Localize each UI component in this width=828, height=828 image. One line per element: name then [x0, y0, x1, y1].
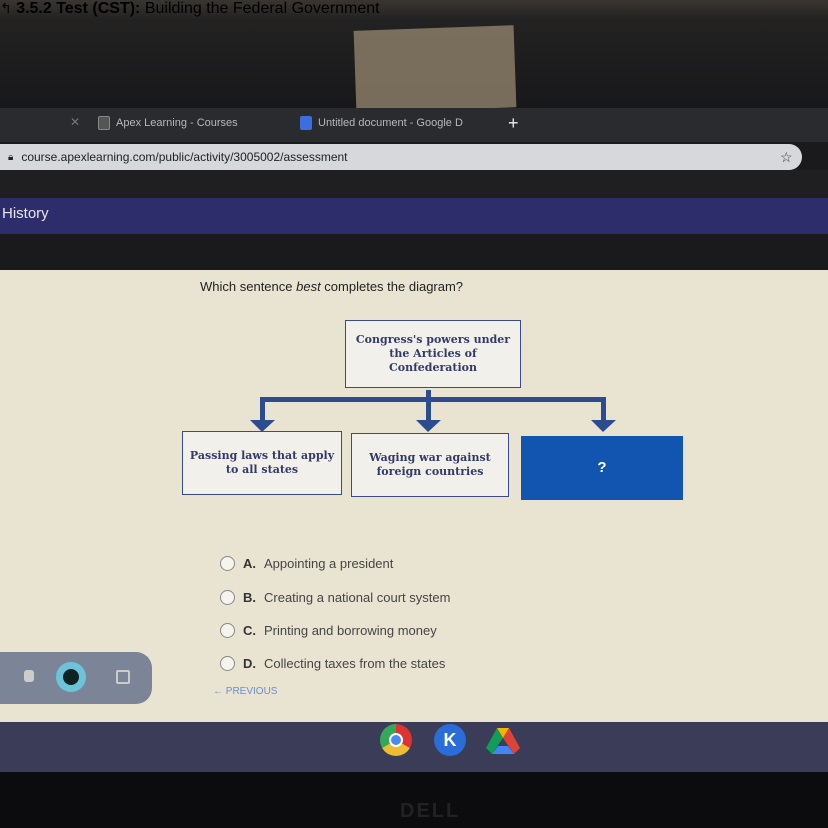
- close-tab-icon[interactable]: ✕: [70, 115, 81, 129]
- screen-recorder-controls: [0, 652, 152, 704]
- diagram-box-laws: Passing laws that apply to all states: [182, 431, 342, 495]
- option-letter: C.: [243, 623, 256, 638]
- kami-label: K: [443, 729, 457, 750]
- option-c[interactable]: C. Printing and borrowing money: [220, 623, 437, 638]
- lock-icon: 🔒︎: [8, 151, 14, 163]
- diagram-top-box: Congress's powers under the Articles of …: [345, 320, 521, 388]
- address-bar[interactable]: 🔒︎ course.apexlearning.com/public/activi…: [0, 144, 802, 170]
- option-text: Collecting taxes from the states: [264, 656, 446, 671]
- option-letter: D.: [243, 656, 256, 671]
- stop-icon[interactable]: [116, 670, 130, 684]
- option-text: Appointing a president: [264, 556, 394, 571]
- apex-favicon-icon: [98, 116, 110, 130]
- previous-button[interactable]: ← PREVIOUS: [213, 686, 278, 697]
- question-text: Which sentence best completes the diagra…: [200, 279, 463, 294]
- dell-logo: DELL: [400, 800, 461, 822]
- diagram-box-unknown: ?: [521, 436, 683, 500]
- os-shelf: [0, 722, 828, 772]
- radio-button[interactable]: [220, 590, 235, 605]
- pointer-icon[interactable]: [24, 670, 34, 682]
- tab-google-doc[interactable]: Untitled document - Google D: [300, 116, 463, 130]
- course-title: History: [2, 205, 49, 222]
- tab-bar: ✕ Apex Learning - Courses Untitled docum…: [0, 108, 828, 142]
- url-text: course.apexlearning.com/public/activity/…: [21, 150, 348, 164]
- option-letter: B.: [243, 590, 256, 605]
- radio-button[interactable]: [220, 656, 235, 671]
- question-post: completes the diagram?: [320, 279, 464, 294]
- radio-button[interactable]: [220, 556, 235, 571]
- option-a[interactable]: A. Appointing a president: [220, 556, 393, 571]
- option-text: Printing and borrowing money: [264, 623, 437, 638]
- course-header: History: [0, 198, 828, 234]
- option-letter: A.: [243, 556, 256, 571]
- bookmark-star-icon[interactable]: ☆: [780, 149, 793, 165]
- docs-favicon-icon: [300, 116, 312, 130]
- tab-label: Apex Learning - Courses: [116, 117, 238, 129]
- chrome-app-icon[interactable]: [380, 724, 412, 756]
- tab-apex[interactable]: Apex Learning - Courses: [98, 116, 238, 130]
- diagram-box-war: Waging war against foreign countries: [351, 433, 509, 497]
- laptop-bezel: [0, 772, 828, 828]
- up-arrow-icon[interactable]: ↰: [0, 0, 12, 16]
- tab-label: Untitled document - Google D: [318, 117, 463, 129]
- radio-button[interactable]: [220, 623, 235, 638]
- activity-title: Building the Federal Government: [144, 0, 380, 17]
- question-pre: Which sentence: [200, 279, 297, 294]
- new-tab-button[interactable]: +: [508, 113, 519, 133]
- drive-app-icon[interactable]: [486, 726, 520, 756]
- pause-button[interactable]: [56, 662, 86, 692]
- option-b[interactable]: B. Creating a national court system: [220, 590, 450, 605]
- tape: [353, 25, 517, 113]
- kami-app-icon[interactable]: K: [434, 724, 466, 756]
- activity-code: 3.5.2 Test (CST):: [16, 0, 141, 17]
- option-text: Creating a national court system: [264, 590, 451, 605]
- diagram-connectors: [250, 390, 616, 432]
- activity-subheader: ↰ 3.5.2 Test (CST): Building the Federal…: [0, 0, 380, 18]
- question-emphasis: best: [296, 279, 321, 294]
- bookmarks-bar: [0, 170, 828, 200]
- option-d[interactable]: D. Collecting taxes from the states: [220, 656, 445, 671]
